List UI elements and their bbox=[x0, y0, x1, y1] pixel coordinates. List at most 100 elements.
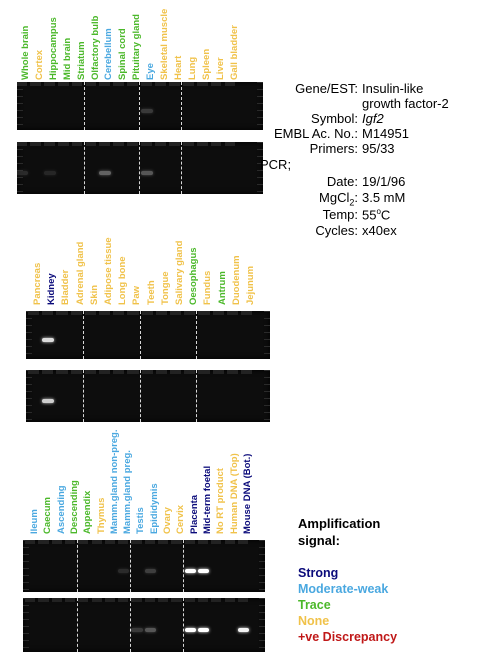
gel-well bbox=[57, 142, 69, 146]
gel-well bbox=[127, 142, 139, 146]
panel-3-gel-top bbox=[23, 540, 265, 592]
lane-label: Pituitary gland bbox=[131, 14, 143, 80]
lane-label: Testis bbox=[135, 507, 147, 534]
gel-well bbox=[168, 82, 180, 86]
lane-label: Eye bbox=[145, 63, 157, 80]
lane-label: Fundus bbox=[202, 270, 214, 305]
lane-group-divider bbox=[129, 540, 131, 592]
gel-well bbox=[17, 82, 27, 86]
gel-well bbox=[131, 598, 142, 602]
primers-key: Primers: bbox=[309, 141, 358, 156]
lane-group-divider bbox=[129, 598, 131, 652]
gel-well bbox=[99, 82, 111, 86]
gel-well bbox=[78, 540, 89, 544]
gel-well bbox=[170, 311, 182, 315]
gel-well bbox=[212, 311, 224, 315]
gel-well bbox=[141, 142, 152, 146]
lane-label: Olfactory bulb bbox=[89, 15, 101, 80]
gel-well bbox=[118, 540, 129, 544]
gel-well bbox=[171, 540, 182, 544]
gel-well bbox=[51, 540, 62, 544]
gel-well bbox=[155, 370, 167, 374]
embl-value: M14951 bbox=[362, 126, 409, 141]
gel-well bbox=[210, 142, 222, 146]
gel-well bbox=[241, 311, 253, 315]
gel-well bbox=[155, 82, 166, 86]
legend-discrepancy: +ve Discrepancy bbox=[298, 630, 398, 644]
gel-well bbox=[28, 311, 40, 315]
gel-well bbox=[141, 82, 152, 86]
panel-2-gel-bottom bbox=[26, 370, 270, 422]
lane-label: Cerebellum bbox=[103, 28, 115, 80]
lane-label: Ileum bbox=[29, 509, 40, 534]
gel-well bbox=[141, 370, 153, 374]
gel-well bbox=[127, 82, 139, 86]
gel-band bbox=[197, 628, 210, 632]
gel-ladder bbox=[26, 370, 32, 422]
gel-well bbox=[226, 311, 238, 315]
gel-well bbox=[85, 142, 97, 146]
lane-label: Adipose tissue bbox=[103, 237, 114, 305]
lane-group-divider bbox=[139, 142, 141, 194]
gel-well bbox=[184, 370, 196, 374]
gel-well bbox=[168, 142, 180, 146]
gel-ladder bbox=[23, 540, 29, 592]
gel-ladder bbox=[17, 142, 23, 194]
gel-well bbox=[71, 142, 83, 146]
legend-title-line2: signal: bbox=[298, 533, 340, 548]
gel-band bbox=[42, 399, 55, 403]
gel-ladder bbox=[23, 598, 29, 652]
gel-well bbox=[224, 540, 235, 544]
lane-label: Thymus bbox=[95, 497, 107, 534]
gel-band bbox=[144, 628, 156, 632]
symbol-value: Igf2 bbox=[362, 111, 384, 126]
gel-well bbox=[104, 598, 116, 602]
legend-title-line1: Amplification bbox=[298, 516, 381, 531]
gel-well bbox=[127, 370, 139, 374]
gel-band bbox=[131, 628, 143, 632]
lane-group-divider bbox=[182, 540, 184, 592]
gel-well bbox=[171, 598, 182, 602]
pcr-key: PCR; bbox=[260, 157, 292, 172]
gel-well bbox=[42, 311, 54, 315]
gel-well bbox=[184, 311, 196, 315]
gel-ladder bbox=[257, 82, 263, 130]
lane-label: Bladder bbox=[60, 269, 72, 305]
lane-group-divider bbox=[196, 311, 198, 359]
gel-well bbox=[99, 142, 111, 146]
panel-2-gel-top bbox=[26, 311, 270, 359]
gel-band bbox=[42, 338, 55, 342]
gel-band bbox=[144, 569, 156, 573]
lane-label: Lung bbox=[186, 56, 198, 80]
gel-band bbox=[141, 171, 153, 175]
gel-well bbox=[29, 142, 41, 146]
panel-1-gel-top bbox=[17, 82, 263, 130]
gel-band bbox=[118, 569, 130, 573]
gel-well bbox=[211, 598, 222, 602]
gel-well bbox=[184, 540, 195, 544]
gel-well bbox=[78, 598, 89, 602]
gel-well bbox=[84, 370, 96, 374]
embl-key: EMBL Ac. No.: bbox=[273, 126, 358, 141]
gel-well bbox=[113, 370, 125, 374]
gel-ladder bbox=[17, 82, 23, 130]
gel-well bbox=[131, 540, 142, 544]
gel-well bbox=[224, 142, 236, 146]
gel-well bbox=[91, 598, 102, 602]
gel-well bbox=[29, 82, 41, 86]
symbol-key: Symbol: bbox=[311, 111, 358, 126]
gel-well bbox=[56, 370, 68, 374]
gel-well bbox=[51, 598, 62, 602]
gel-well bbox=[104, 540, 116, 544]
panel-3-gel-bottom bbox=[23, 598, 265, 652]
lane-group-divider bbox=[82, 311, 84, 359]
gel-well bbox=[91, 540, 102, 544]
lane-label: Appendix bbox=[82, 490, 94, 534]
lane-label: Cortex bbox=[33, 49, 45, 80]
lane-label: Mid-term foetal bbox=[201, 465, 213, 534]
gel-band bbox=[99, 171, 112, 175]
gel-well bbox=[113, 142, 125, 146]
gel-well bbox=[155, 311, 167, 315]
gel-band bbox=[43, 171, 56, 175]
lane-label: Human DNA (Top) bbox=[228, 453, 240, 534]
